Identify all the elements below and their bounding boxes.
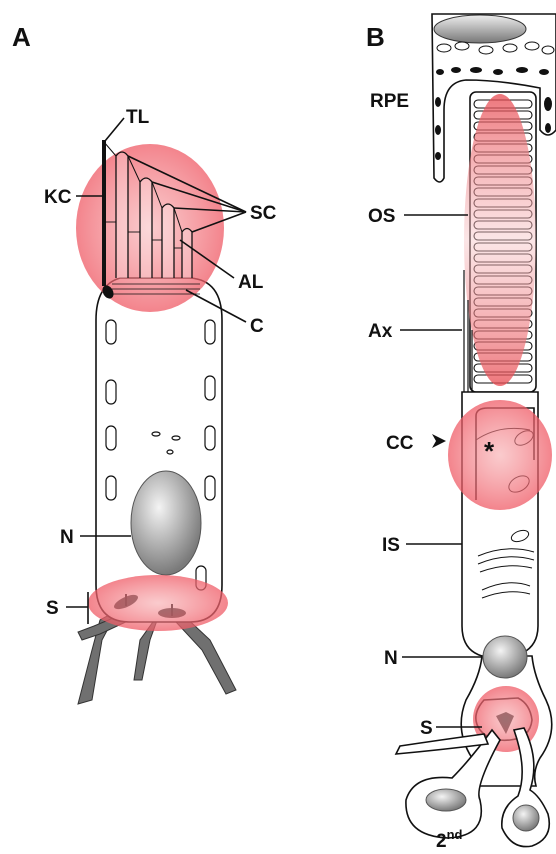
panel-b-second-order-neurons xyxy=(396,728,549,847)
label-cc: CC xyxy=(386,433,414,454)
label-ax: Ax xyxy=(368,321,393,342)
panel-b-cc-highlight xyxy=(448,400,552,510)
panel-a-synapse-highlight xyxy=(88,575,228,631)
panel-b: B xyxy=(366,14,556,852)
label-second-order: 2nd xyxy=(436,827,463,852)
panel-a-label: A xyxy=(12,22,31,52)
label-tl: TL xyxy=(126,107,150,128)
panel-a: A xyxy=(12,22,277,704)
panel-b-label: B xyxy=(366,22,385,52)
label-n-a: N xyxy=(60,527,74,548)
panel-b-outer-segment xyxy=(464,92,536,392)
cc-arrowhead xyxy=(432,434,446,448)
label-sc: SC xyxy=(250,203,277,224)
label-s-b: S xyxy=(420,718,433,739)
label-al: AL xyxy=(238,272,264,293)
rpe-nucleus xyxy=(434,15,526,43)
label-asterisk: * xyxy=(484,436,495,466)
label-is: IS xyxy=(382,535,400,556)
label-n-b: N xyxy=(384,648,398,669)
label-c: C xyxy=(250,316,264,337)
label-rpe: RPE xyxy=(370,91,409,112)
panel-b-nucleus xyxy=(483,636,527,678)
label-kc: KC xyxy=(44,187,72,208)
label-os: OS xyxy=(368,206,395,227)
panel-a-nucleus xyxy=(131,471,201,575)
label-s-a: S xyxy=(46,598,59,619)
